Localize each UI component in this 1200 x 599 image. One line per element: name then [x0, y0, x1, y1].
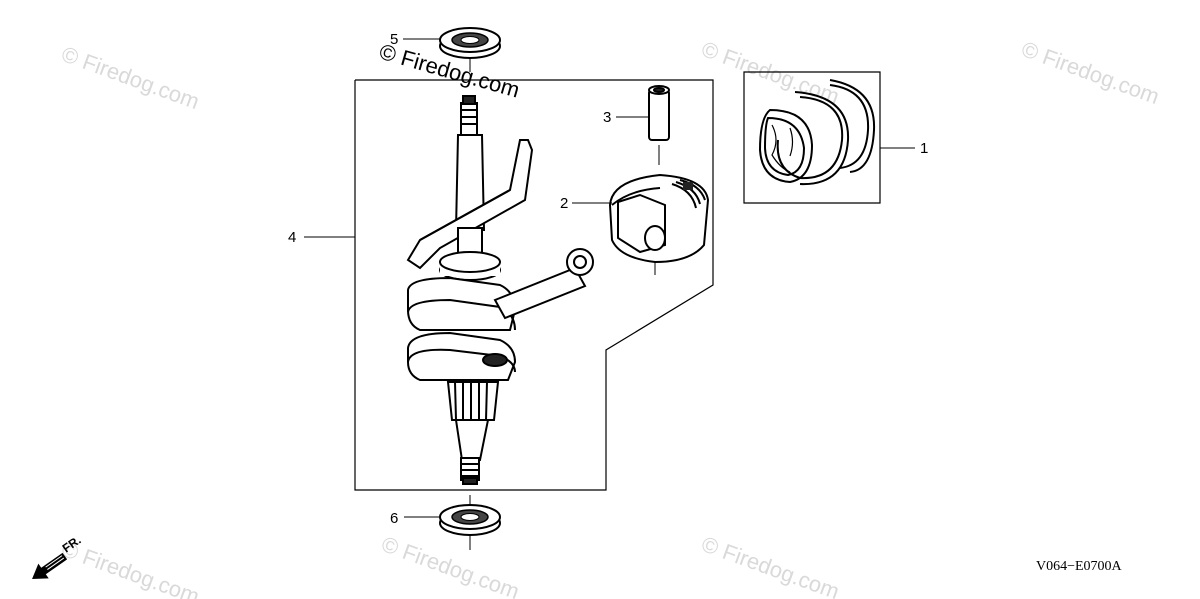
- ring-group-outline: [743, 71, 881, 204]
- callout-number: 3: [603, 109, 611, 126]
- callout-number: 2: [560, 195, 568, 212]
- piston-rings-icon: [758, 79, 876, 186]
- piston-pin-icon: [648, 85, 670, 165]
- callouts: 1 2 3 4 5 6: [288, 31, 928, 527]
- callout-number: 6: [390, 510, 398, 527]
- lower-oil-seal-icon: [439, 495, 501, 550]
- upper-oil-seal-icon: [439, 27, 501, 72]
- diagram-code: V064−E0700A: [1036, 559, 1123, 574]
- crankshaft-group-outline: [354, 79, 714, 491]
- piston-icon: [608, 173, 710, 275]
- watermark: © Firedog.com: [1018, 36, 1162, 109]
- crankshaft-icon: [406, 95, 594, 485]
- watermark: © Firedog.com: [58, 41, 202, 114]
- callout-number: 1: [920, 140, 928, 157]
- callout-number: 4: [288, 229, 296, 246]
- watermark: © Firedog.com: [378, 531, 522, 599]
- watermark: © Firedog.com: [698, 531, 842, 599]
- arrow-down-left-icon: [32, 552, 68, 580]
- callout-number: 5: [390, 31, 398, 48]
